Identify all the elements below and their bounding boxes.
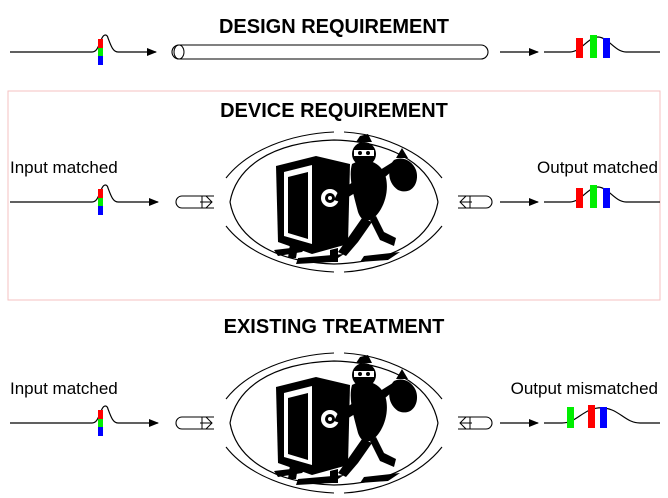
output-connector: [458, 416, 493, 430]
existing-treatment-section: EXISTING TREATMENT Input matched Output …: [10, 316, 660, 494]
fiber-pipe-end: [173, 44, 185, 60]
input-connector: [175, 416, 214, 430]
output-connector: [458, 195, 493, 209]
device-requirement-section: DEVICE REQUIREMENT Input matched Output …: [7, 90, 661, 301]
blue-pulse: [603, 188, 610, 208]
red-pulse-segment: [98, 410, 103, 419]
lens-outer-top: [225, 131, 443, 179]
existing-output-signal: [500, 405, 660, 428]
lens-top-arc: [229, 360, 439, 424]
safe-cracker-icon: [274, 134, 418, 264]
output-waveform: [544, 36, 660, 53]
design-output-signal: [500, 35, 660, 58]
red-pulse: [576, 188, 583, 208]
design-input-signal: [10, 34, 157, 65]
green-pulse-segment: [98, 198, 103, 206]
device-requirement-panel: [7, 90, 661, 301]
input-matched-label: Input matched: [10, 379, 118, 398]
input-connector: [175, 195, 214, 209]
device-output-signal: [500, 185, 660, 208]
output-matched-label: Output matched: [537, 158, 658, 177]
existing-treatment-title: EXISTING TREATMENT: [224, 316, 445, 338]
green-pulse: [590, 185, 597, 208]
lens-outer-bottom: [225, 446, 443, 494]
input-waveform: [10, 405, 159, 427]
blue-pulse: [603, 38, 610, 58]
green-pulse: [590, 35, 597, 58]
device-lens: [225, 131, 443, 273]
green-pulse-segment: [98, 48, 103, 56]
blue-pulse: [600, 407, 607, 428]
green-pulse-segment: [98, 419, 103, 427]
design-requirement-section: DESIGN REQUIREMENT: [10, 16, 660, 65]
blue-pulse-segment: [98, 56, 103, 65]
red-pulse: [588, 405, 595, 428]
safe-cracker-icon: [274, 355, 418, 485]
existing-input-signal: [10, 405, 159, 436]
device-input-signal: [10, 184, 159, 215]
lens-bottom-arc: [229, 422, 439, 486]
input-matched-label: Input matched: [10, 158, 118, 177]
lens-top-arc: [229, 139, 439, 203]
lens-outer-top: [225, 352, 443, 400]
input-waveform: [10, 34, 157, 56]
lens-outer-bottom: [225, 225, 443, 273]
output-mismatched-label: Output mismatched: [511, 379, 658, 398]
output-waveform: [544, 186, 660, 203]
red-pulse-segment: [98, 189, 103, 198]
ideal-fiber-pipe: [171, 44, 489, 60]
device-requirement-title: DEVICE REQUIREMENT: [220, 100, 448, 122]
design-requirement-title: DESIGN REQUIREMENT: [219, 16, 449, 38]
existing-lens: [225, 352, 443, 494]
red-pulse-segment: [98, 39, 103, 48]
green-pulse: [567, 407, 574, 428]
blue-pulse-segment: [98, 206, 103, 215]
red-pulse: [576, 38, 583, 58]
lens-bottom-arc: [229, 201, 439, 265]
input-waveform: [10, 184, 159, 206]
blue-pulse-segment: [98, 427, 103, 436]
